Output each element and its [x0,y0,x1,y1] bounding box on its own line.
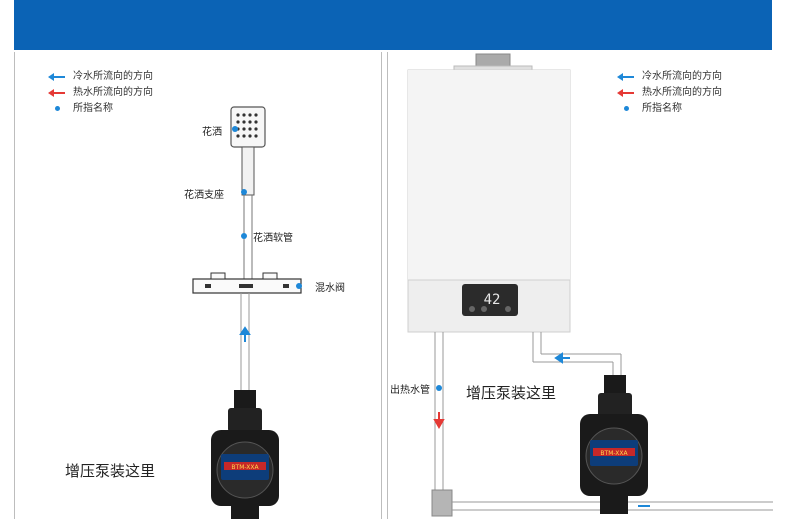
heater-display-value: 42 [484,292,501,308]
pump-model-text: BTM-XXA [231,464,259,471]
cold-arrow-icon [616,72,638,82]
legend-left: 冷水所流向的方向 热水所流向的方向 所指名称 [47,69,153,117]
header-banner [14,0,772,50]
legend-cold: 冷水所流向的方向 [616,69,722,85]
marker-dot [436,385,442,391]
dot-icon [47,104,69,114]
heater-display [462,284,518,316]
install-note-left: 增压泵装这里 [65,462,156,480]
legend-hot: 热水所流向的方向 [47,85,153,101]
hot-arrow-icon [47,88,69,98]
left-panel: BTM-XXA 冷水所流向的方向 热水所流向的方向 所指名称 花洒 花洒支座 花… [14,52,382,519]
cold-flow-arrow [239,326,251,342]
legend-right: 冷水所流向的方向 热水所流向的方向 所指名称 [616,69,722,117]
right-panel: 42 B [387,52,773,519]
install-note-right: 增压泵装这里 [466,384,557,402]
label-mixing-valve: 混水阀 [315,283,345,294]
left-diagram: BTM-XXA [192,106,302,519]
marker-dot [241,233,247,239]
pump-model-text: BTM-XXA [600,450,628,457]
hot-flow-arrow [433,412,445,430]
booster-pump-right: BTM-XXA [580,375,648,514]
label-shower-hose: 花洒软管 [253,233,293,244]
label-shower-holder: 花洒支座 [184,190,224,201]
dot-icon [616,104,638,114]
legend-hot: 热水所流向的方向 [616,85,722,101]
booster-pump-left: BTM-XXA [211,390,279,519]
marker-dot [296,283,302,289]
marker-dot [241,189,247,195]
cold-arrow-icon [47,72,69,82]
legend-name: 所指名称 [616,101,722,117]
hot-arrow-icon [616,88,638,98]
legend-cold: 冷水所流向的方向 [47,69,153,85]
legend-name: 所指名称 [47,101,153,117]
marker-dot [232,126,238,132]
right-diagram: 42 B [407,53,773,517]
label-shower-head: 花洒 [202,127,222,138]
label-hot-water-outlet: 出热水管 [390,385,430,396]
cold-flow-arrow [554,352,570,364]
